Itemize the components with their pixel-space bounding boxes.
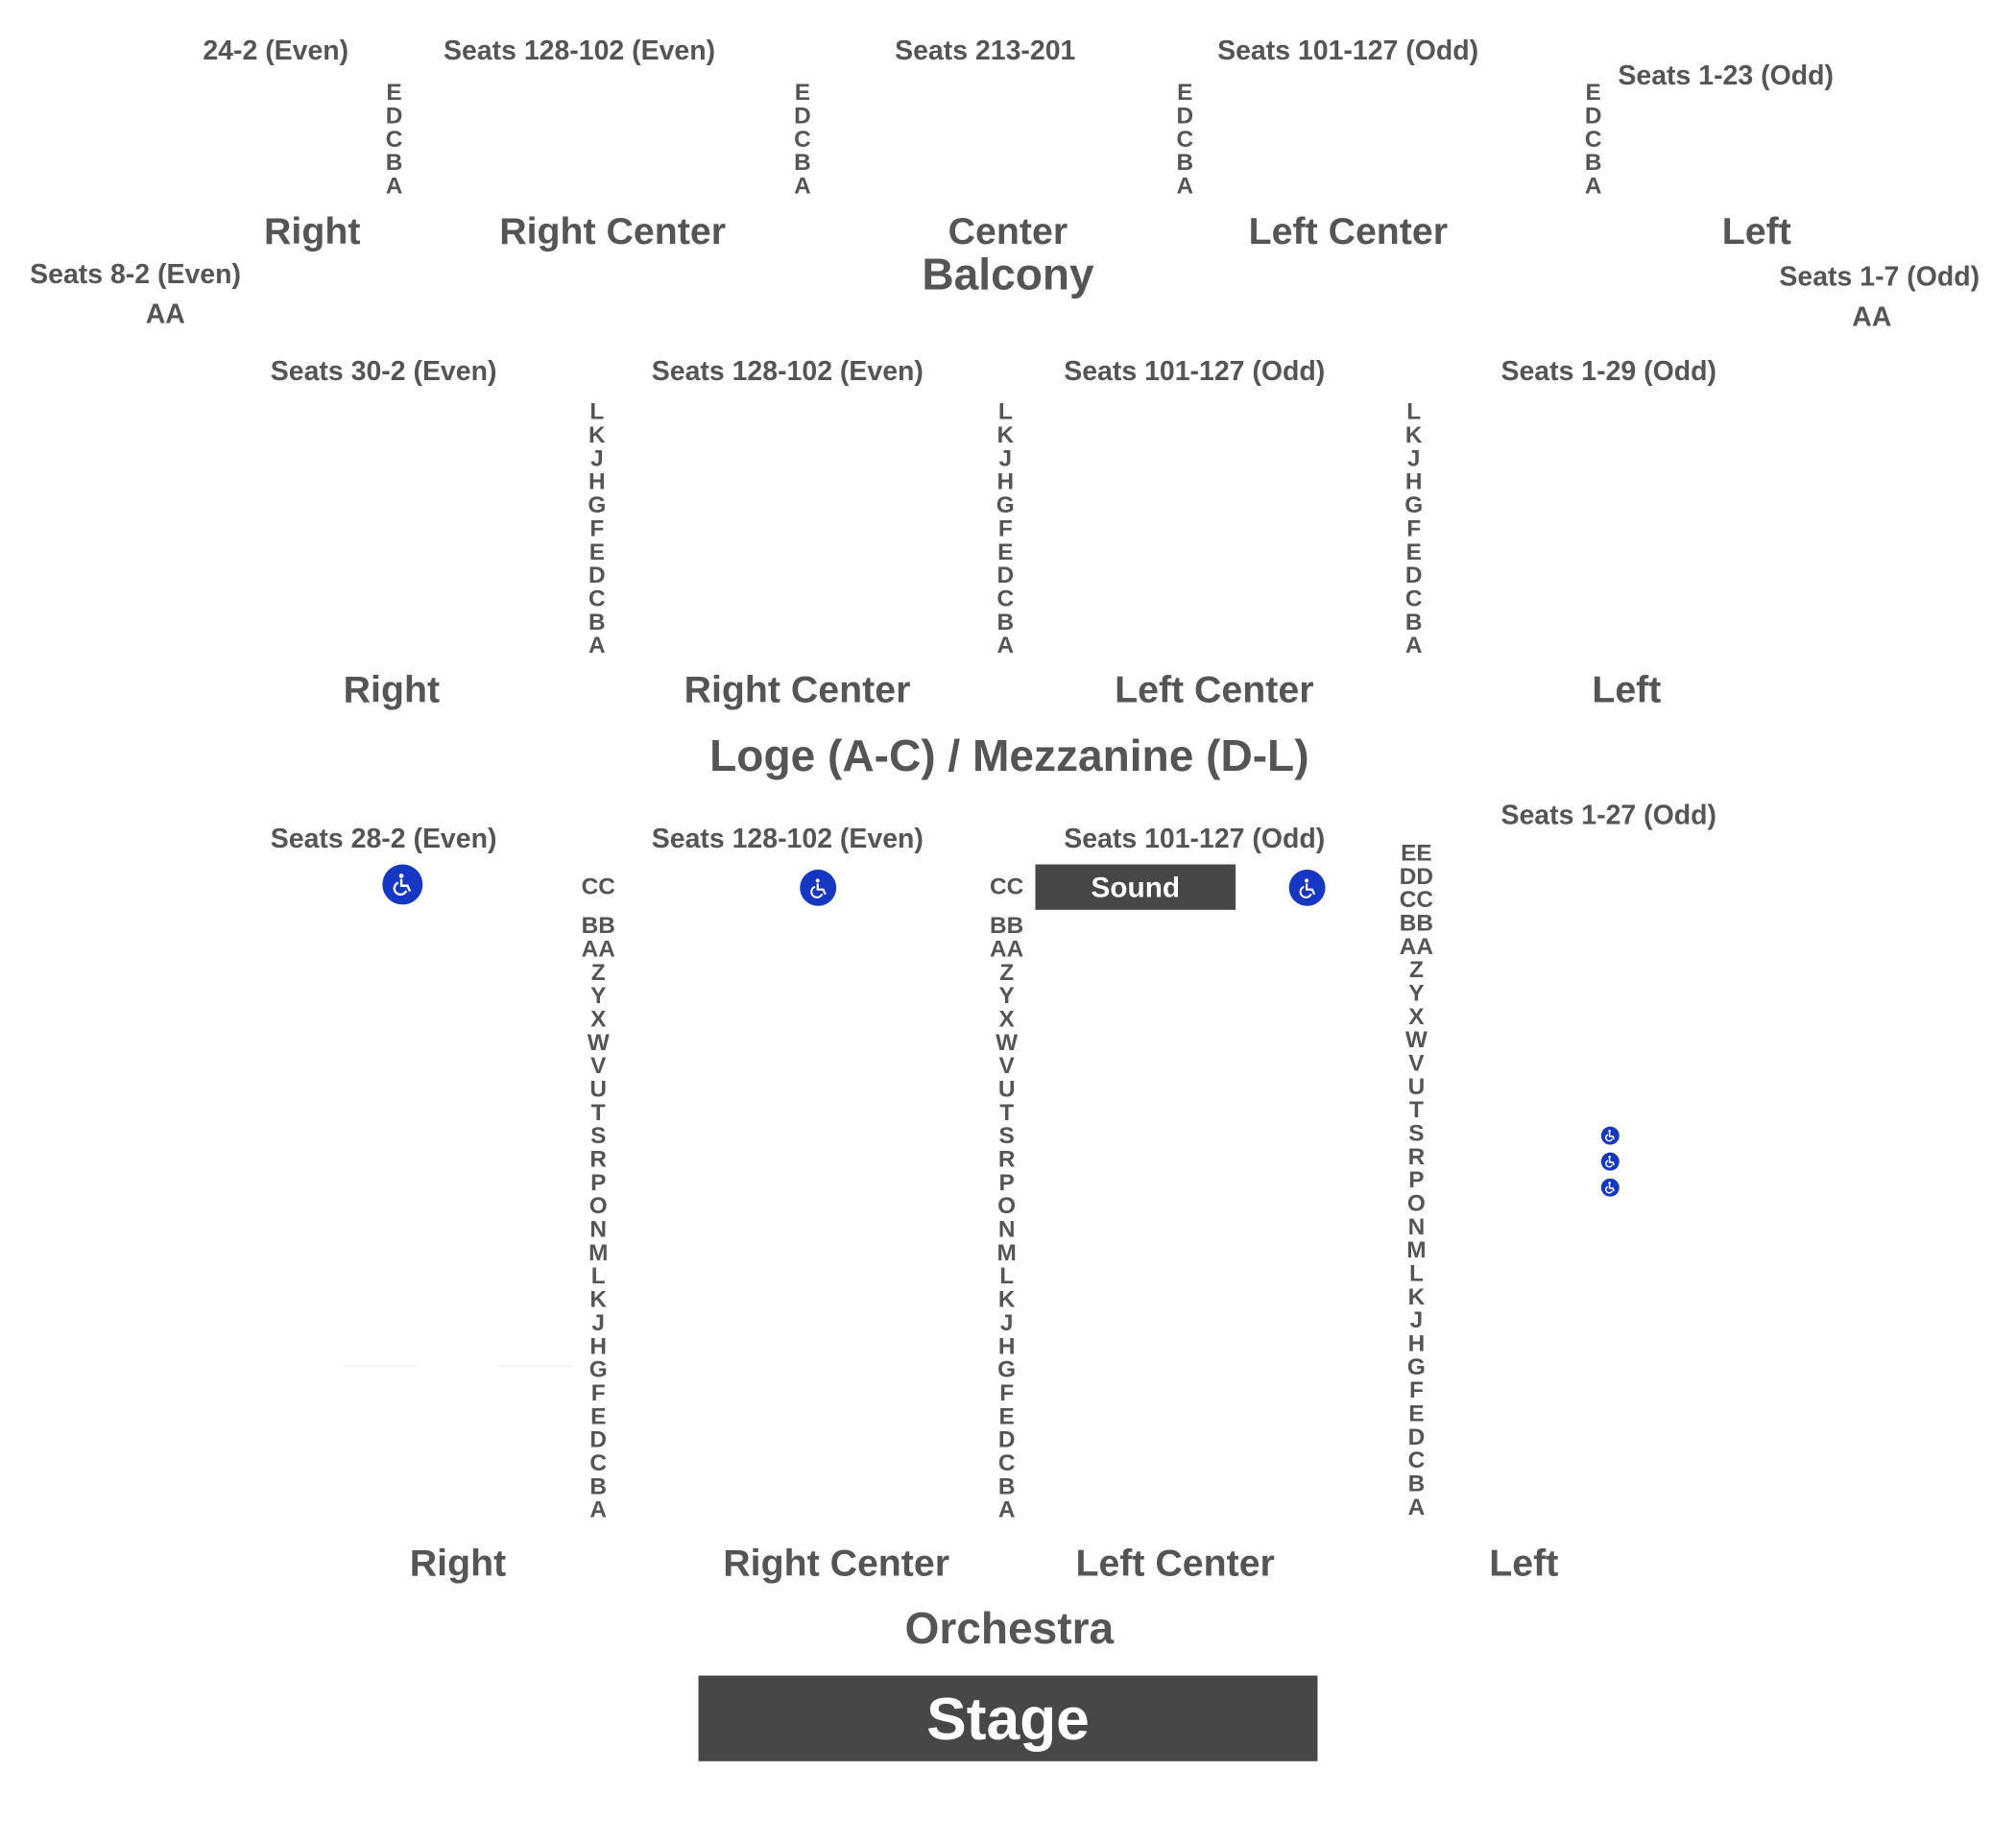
wheelchair-icon: [382, 864, 423, 905]
balcony-seats-right: 24-2 (Even): [203, 36, 349, 66]
mezz-section-right: Right: [343, 669, 441, 711]
orch-section-right: Right: [409, 1543, 507, 1585]
balcony-box-right-row: AA: [145, 299, 185, 330]
orch-seats-left-center: Seats 101-127 (Odd): [1064, 824, 1326, 854]
balcony-box-right-seats: Seats 8-2 (Even): [30, 259, 241, 290]
orch-section-left: Left: [1489, 1543, 1559, 1585]
balcony-box-left-seats: Seats 1-7 (Odd): [1779, 262, 1980, 293]
orch-section-right-center: Right Center: [723, 1543, 950, 1585]
mezz-seats-left-center: Seats 101-127 (Odd): [1064, 356, 1326, 387]
wheelchair-icon: [1600, 1152, 1620, 1171]
sound-booth: Sound: [1035, 864, 1236, 910]
mezz-seats-right-center: Seats 128-102 (Even): [651, 356, 924, 387]
balcony-section-left: Left: [1721, 211, 1791, 253]
balcony-section-center: Center: [948, 211, 1068, 253]
divider: [345, 1365, 417, 1367]
mezz-section-left-center: Left Center: [1115, 669, 1314, 711]
mezz-section-left: Left: [1592, 669, 1662, 711]
balcony-seats-left-center: Seats 101-127 (Odd): [1217, 36, 1479, 66]
balcony-seats-center: Seats 213-201: [895, 36, 1076, 66]
balcony-box-left-row: AA: [1852, 302, 1892, 333]
mezz-seats-right: Seats 30-2 (Even): [270, 356, 497, 387]
orch-section-left-center: Left Center: [1075, 1543, 1275, 1585]
balcony-section-right-center: Right Center: [499, 211, 727, 253]
balcony-seats-left: Seats 1-23 (Odd): [1618, 60, 1834, 91]
orch-seats-right-center: Seats 128-102 (Even): [651, 824, 924, 854]
wheelchair-icon: [1288, 869, 1326, 906]
wheelchair-icon: [800, 869, 837, 906]
mezz-level-title: Loge (A-C) / Mezzanine (D-L): [709, 731, 1309, 781]
orch-seats-left: Seats 1-27 (Odd): [1500, 801, 1717, 831]
balcony-section-left-center: Left Center: [1248, 211, 1449, 253]
wheelchair-icon: [1600, 1178, 1620, 1197]
orch-level-title: Orchestra: [904, 1604, 1115, 1654]
stage: Stage: [698, 1675, 1318, 1761]
mezz-seats-left: Seats 1-29 (Odd): [1500, 356, 1717, 387]
mezz-section-right-center: Right Center: [684, 669, 911, 711]
wheelchair-icon: [1600, 1126, 1620, 1145]
orch-seats-right: Seats 28-2 (Even): [270, 824, 497, 854]
divider: [499, 1365, 573, 1367]
balcony-seats-right-center: Seats 128-102 (Even): [444, 36, 716, 66]
balcony-section-right: Right: [264, 211, 361, 253]
balcony-level-title: Balcony: [922, 250, 1094, 300]
